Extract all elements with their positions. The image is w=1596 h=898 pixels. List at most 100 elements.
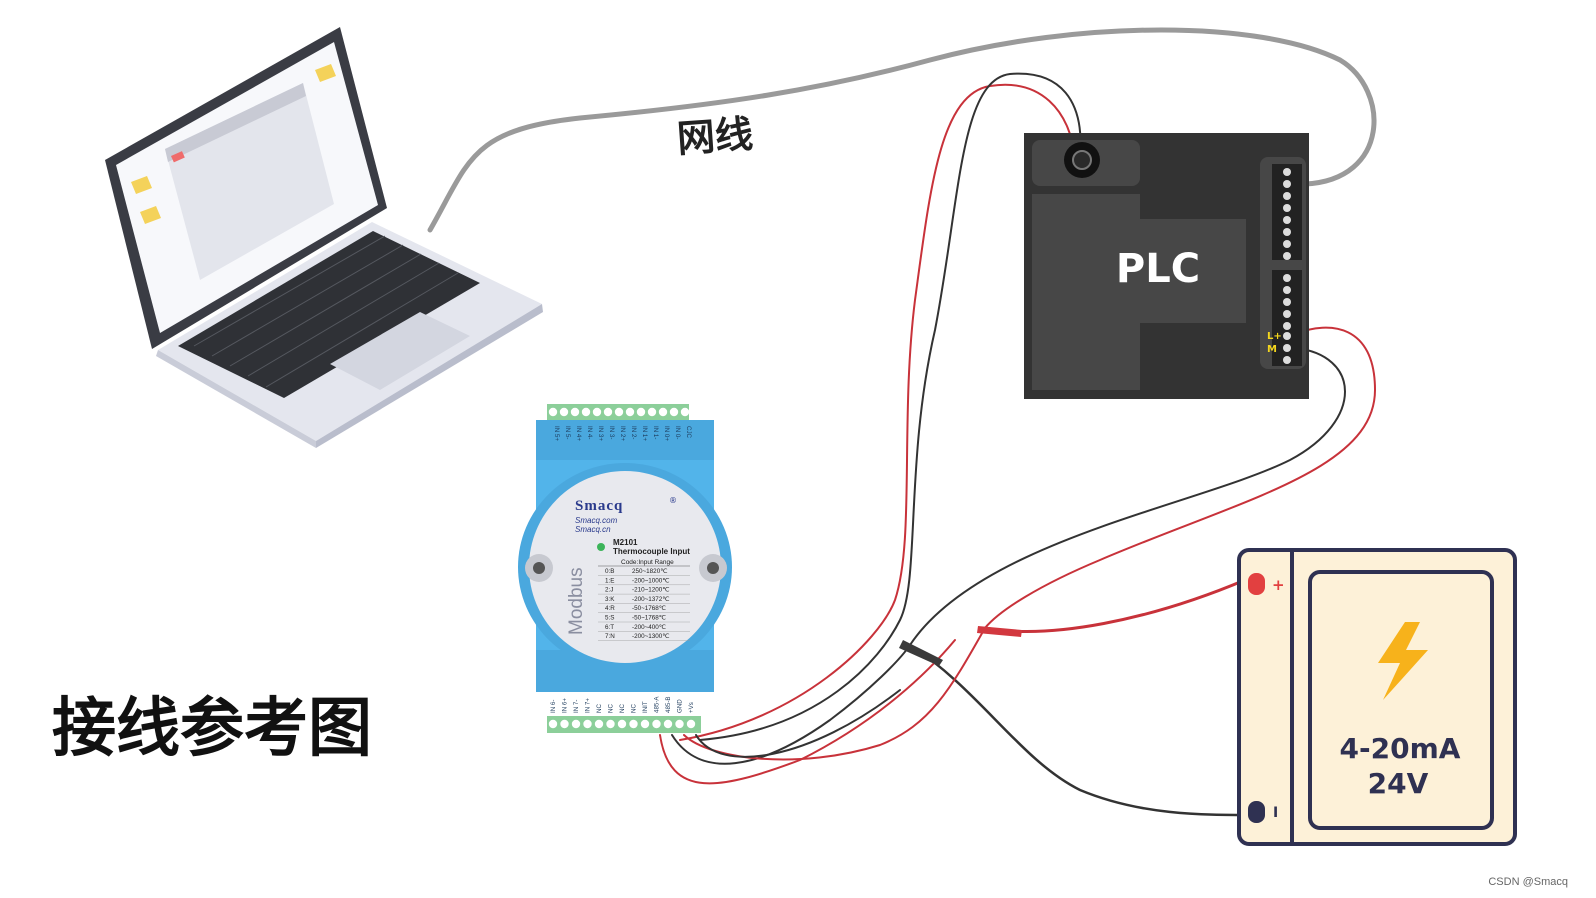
range-table-header: Code:Input Range (621, 559, 674, 566)
top-terminal-screw (636, 407, 646, 417)
bottom-terminal-screw (571, 719, 581, 729)
top-pin-label: IN 3+ (597, 426, 604, 441)
range-value: 250~1820℃ (632, 568, 667, 575)
range-value: -50~1768℃ (632, 615, 666, 622)
range-value: -200~1000℃ (632, 577, 669, 584)
bottom-terminal-screw (583, 719, 592, 729)
bottom-terminal-screw (560, 719, 569, 729)
range-code: 2:J (605, 587, 613, 594)
top-terminal-screw (614, 407, 624, 417)
bottom-terminal-screw (594, 719, 604, 729)
top-terminal-pins (548, 407, 690, 417)
range-code: 3:K (605, 596, 615, 603)
smacq-module: IN 5+ IN 5- IN 4+ IN 4- IN 3+ IN 3- IN 2+ IN 2-… (518, 404, 732, 733)
range-value: -200~1300℃ (632, 633, 669, 640)
bottom-pin-label: +Vs (688, 702, 695, 713)
range-value: -50~1768℃ (632, 605, 666, 612)
top-pin-label: IN 2+ (619, 426, 626, 441)
top-pin-label: IN 2- (630, 426, 637, 439)
bottom-terminal-screw (686, 719, 696, 729)
supply-current-label: 4-20mA (1340, 732, 1461, 765)
top-terminal-screw (669, 407, 679, 417)
range-code: 5:S (605, 615, 614, 622)
bottom-terminal-screw (663, 719, 673, 729)
range-code: 1:E (605, 577, 614, 584)
bottom-pin-label: IN 6- (550, 700, 557, 713)
top-terminal-screw (658, 407, 668, 417)
top-pin-label: CJC (685, 426, 692, 439)
bottom-terminal-screw (606, 719, 615, 729)
top-terminal-screw (570, 407, 580, 417)
wires (659, 72, 1377, 817)
model-label: M2101 (613, 538, 638, 547)
bottom-pin-label: IN 7+ (585, 698, 592, 713)
battery-minus-label: I (1273, 805, 1278, 821)
top-terminal-screw (592, 407, 602, 417)
top-pin-label: IN 1+ (641, 426, 648, 441)
range-code: 0:B (605, 568, 614, 575)
range-value: -200~400℃ (632, 624, 666, 631)
bottom-terminal-screw (629, 719, 638, 729)
plc-unit: PLC L+ M (1024, 133, 1309, 399)
network-cable (427, 27, 1377, 233)
plc-l-plus-label: L+ (1267, 331, 1282, 342)
plc-m-label: M (1267, 344, 1277, 355)
model-desc: Thermocouple Input (613, 547, 690, 556)
bottom-pin-label: IN 7- (573, 700, 580, 713)
bottom-pin-label: GND (677, 699, 684, 713)
bottom-pin-label: IN 6+ (562, 698, 569, 713)
bottom-terminal-screw (548, 719, 558, 729)
battery-plus-label: + (1272, 576, 1285, 594)
network-cable-label: 网线 (676, 112, 755, 161)
top-pin-label: IN 4- (586, 426, 593, 439)
bottom-terminal-screw (640, 719, 650, 729)
bottom-pin-label: INIT (642, 701, 649, 713)
bottom-terminal-screw (675, 719, 684, 729)
top-pin-label: IN 1- (652, 426, 659, 439)
range-table: 0:B 250~1820℃ 1:E -200~1000℃ 2:J -210~1200℃ 3:… (598, 568, 690, 641)
range-code: 7:N (605, 633, 615, 640)
brand-url-cn: Smacq.cn (575, 525, 611, 534)
power-supply: + I 4-20mA 24V (1237, 548, 1517, 846)
bottom-pin-label: 485-A (654, 696, 661, 713)
range-value: -210~1200℃ (632, 587, 669, 594)
top-terminal-screw (581, 407, 591, 417)
top-terminal-screw (680, 407, 690, 417)
bottom-terminal-screw (617, 719, 627, 729)
brand-url-com: Smacq.com (575, 516, 618, 525)
brand-logo: Smacq (575, 498, 623, 514)
top-terminal-screw (548, 407, 558, 417)
range-code: 4:R (605, 605, 615, 612)
top-pin-label: IN 5+ (553, 426, 560, 441)
bottom-pin-label: 485-B (665, 696, 672, 713)
brand-registered-mark: ® (669, 496, 677, 505)
bottom-terminal-pins (548, 719, 696, 729)
top-terminal-screw (603, 407, 613, 417)
diagram-title: 接线参考图 (52, 692, 372, 766)
top-pin-label: IN 0+ (663, 426, 670, 441)
top-terminal-screw (625, 407, 635, 417)
modbus-side-text: Modbus (566, 567, 587, 635)
plc-label: PLC (1116, 246, 1200, 292)
top-pin-labels: IN 5+ IN 5- IN 4+ IN 4- IN 3+ IN 3- IN 2+ IN 2-… (553, 426, 692, 441)
top-terminal-screw (559, 407, 569, 417)
top-pin-label: IN 4+ (575, 426, 582, 441)
bottom-pin-label: NC (619, 704, 626, 713)
laptop-illustration (105, 27, 543, 448)
top-pin-label: IN 0- (674, 426, 681, 439)
bottom-pin-label: NC (608, 704, 615, 713)
bottom-pin-label: NC (596, 704, 603, 713)
top-pin-label: IN 3- (608, 426, 615, 439)
top-pin-label: IN 5- (564, 426, 571, 439)
plc-terminal-pins (1283, 168, 1291, 364)
range-value: -200~1372℃ (632, 596, 669, 603)
supply-voltage-label: 24V (1368, 767, 1429, 800)
watermark: CSDN @Smacq (1488, 876, 1568, 888)
bottom-pin-label: NC (631, 704, 638, 713)
top-terminal-screw (647, 407, 657, 417)
lightning-bolt-icon (1378, 622, 1428, 700)
bottom-terminal-screw (652, 719, 661, 729)
bottom-pin-labels: IN 6- IN 6+ IN 7- IN 7+ NC NC NC NC INIT 485-A 485… (550, 696, 695, 713)
range-code: 6:T (605, 624, 614, 631)
